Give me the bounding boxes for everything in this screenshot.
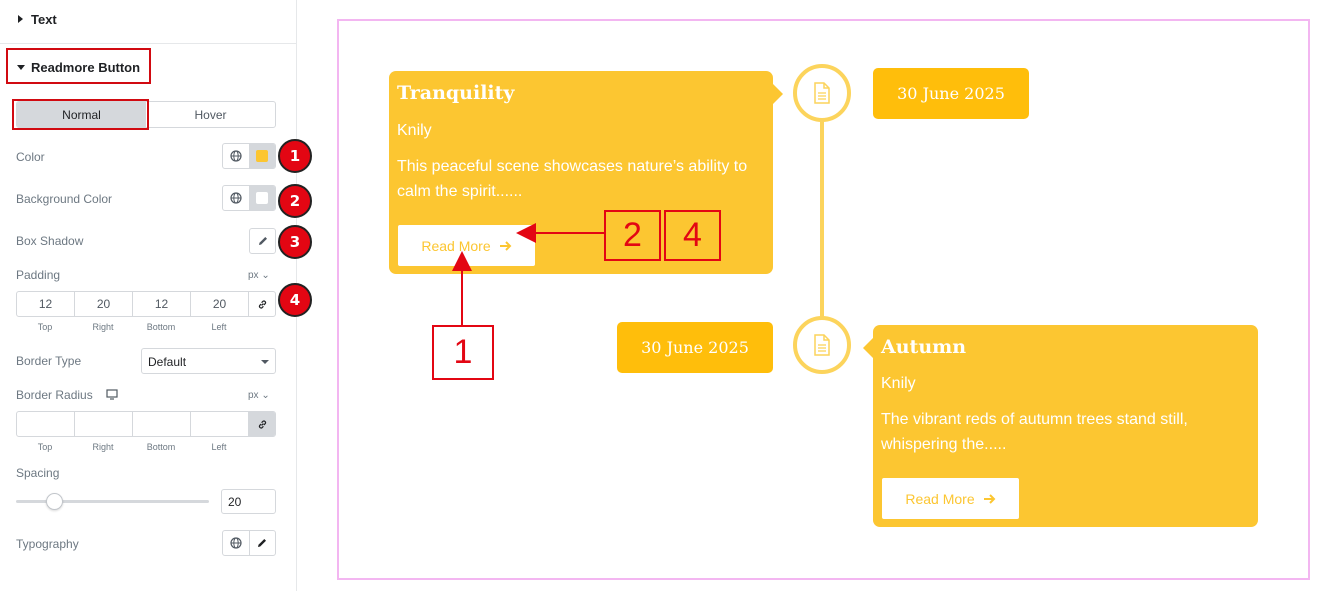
- color-swatch: [256, 150, 269, 162]
- annotation-box-4: 4: [664, 210, 721, 261]
- timeline-line: [820, 120, 824, 320]
- text-section-label: Text: [31, 12, 57, 27]
- spacing-slider-thumb[interactable]: [46, 493, 63, 510]
- box-shadow-edit-button[interactable]: [249, 228, 276, 254]
- color-picker[interactable]: [248, 144, 275, 168]
- color-label: Color: [16, 150, 45, 164]
- padding-left-input[interactable]: 20: [191, 292, 249, 316]
- radius-link-button[interactable]: [249, 412, 275, 436]
- desktop-icon[interactable]: [106, 389, 118, 400]
- annotation-box-2: 2: [604, 210, 661, 261]
- timeline-date-2: 30 June 2025: [617, 322, 773, 373]
- annotation-badge-4: 4: [278, 283, 312, 317]
- border-type-value: Default: [148, 355, 187, 369]
- read-more-button[interactable]: Read More: [398, 225, 535, 266]
- typography-control: [222, 530, 276, 556]
- bg-color-swatch: [256, 192, 269, 204]
- bg-color-picker[interactable]: [248, 186, 275, 210]
- global-color-button[interactable]: [223, 144, 249, 168]
- spacing-label: Spacing: [16, 466, 60, 480]
- arrow-right-icon: [499, 240, 512, 251]
- document-icon: [814, 334, 830, 356]
- padding-right-input[interactable]: 20: [75, 292, 133, 316]
- radius-dim-labels: Top Right Bottom Left: [37, 442, 227, 452]
- link-icon: [258, 299, 266, 309]
- pencil-icon: [258, 539, 267, 547]
- preview-frame: [337, 19, 1310, 580]
- arrow-right-icon: [983, 493, 996, 504]
- timeline-card-1: Tranquility Knily This peaceful scene sh…: [389, 71, 773, 274]
- box-shadow-label: Box Shadow: [16, 234, 84, 248]
- radius-left-input[interactable]: [191, 412, 249, 436]
- card-title: Tranquility: [397, 82, 515, 104]
- readmore-section-header[interactable]: Readmore Button: [6, 48, 151, 84]
- globe-icon: [230, 150, 242, 162]
- global-bg-color-button[interactable]: [223, 186, 249, 210]
- settings-panel: Text Readmore Button Normal Hover Color …: [0, 0, 297, 591]
- background-color-control: [222, 185, 276, 211]
- card-author: Knily: [881, 375, 916, 392]
- radius-top-input[interactable]: [17, 412, 75, 436]
- read-more-button[interactable]: Read More: [882, 478, 1019, 519]
- timeline-node-1: [793, 64, 851, 122]
- caret-right-icon: [18, 15, 23, 23]
- typography-label: Typography: [16, 537, 79, 551]
- padding-bottom-input[interactable]: 12: [133, 292, 191, 316]
- card-pointer-1: [773, 84, 783, 104]
- global-typography-button[interactable]: [223, 531, 249, 555]
- padding-label: Padding: [16, 268, 61, 282]
- document-icon: [814, 82, 830, 104]
- annotation-badge-2: 2: [278, 184, 312, 218]
- tab-normal[interactable]: Normal: [17, 102, 146, 127]
- timeline-card-2: Autumn Knily The vibrant reds of autumn …: [873, 325, 1258, 527]
- border-type-select[interactable]: Default: [141, 348, 276, 374]
- pencil-icon: [258, 237, 267, 245]
- padding-top-input[interactable]: 12: [17, 292, 75, 316]
- caret-down-icon: [17, 65, 25, 70]
- border-radius-label: Border Radius: [16, 388, 93, 402]
- annotation-badge-1: 1: [278, 139, 312, 173]
- padding-dim-labels: Top Right Bottom Left: [37, 322, 227, 332]
- padding-link-button[interactable]: [249, 292, 275, 316]
- timeline-node-2: [793, 316, 851, 374]
- card-description: This peaceful scene showcases nature’s a…: [397, 158, 748, 200]
- card-pointer-2: [863, 338, 873, 358]
- state-tabs: Normal Hover: [16, 101, 276, 128]
- card-author: Knily: [397, 122, 432, 139]
- background-color-label: Background Color: [16, 192, 113, 206]
- normal-tab-highlight: [12, 99, 149, 130]
- card-title: Autumn: [881, 336, 967, 358]
- padding-inputs: 12 20 12 20: [16, 291, 276, 317]
- text-section-header[interactable]: Text: [0, 0, 296, 44]
- spacing-slider-track[interactable]: [16, 500, 209, 503]
- border-radius-inputs: [16, 411, 276, 437]
- globe-icon: [230, 537, 242, 549]
- card-description: The vibrant reds of autumn trees stand s…: [881, 411, 1188, 453]
- link-icon: [258, 419, 266, 429]
- dropdown-caret-icon: [261, 360, 269, 364]
- border-type-label: Border Type: [16, 354, 82, 368]
- border-radius-unit-select[interactable]: px ⌄: [248, 390, 270, 401]
- timeline-date-1: 30 June 2025: [873, 68, 1029, 119]
- padding-unit-select[interactable]: px ⌄: [248, 270, 270, 281]
- tab-hover[interactable]: Hover: [194, 107, 227, 122]
- globe-icon: [230, 192, 242, 204]
- radius-right-input[interactable]: [75, 412, 133, 436]
- color-control: [222, 143, 276, 169]
- annotation-box-1: 1: [432, 325, 494, 380]
- readmore-section-label: Readmore Button: [31, 60, 141, 75]
- annotation-badge-3: 3: [278, 225, 312, 259]
- radius-bottom-input[interactable]: [133, 412, 191, 436]
- typography-edit-button[interactable]: [248, 531, 276, 555]
- spacing-input[interactable]: 20: [221, 489, 276, 514]
